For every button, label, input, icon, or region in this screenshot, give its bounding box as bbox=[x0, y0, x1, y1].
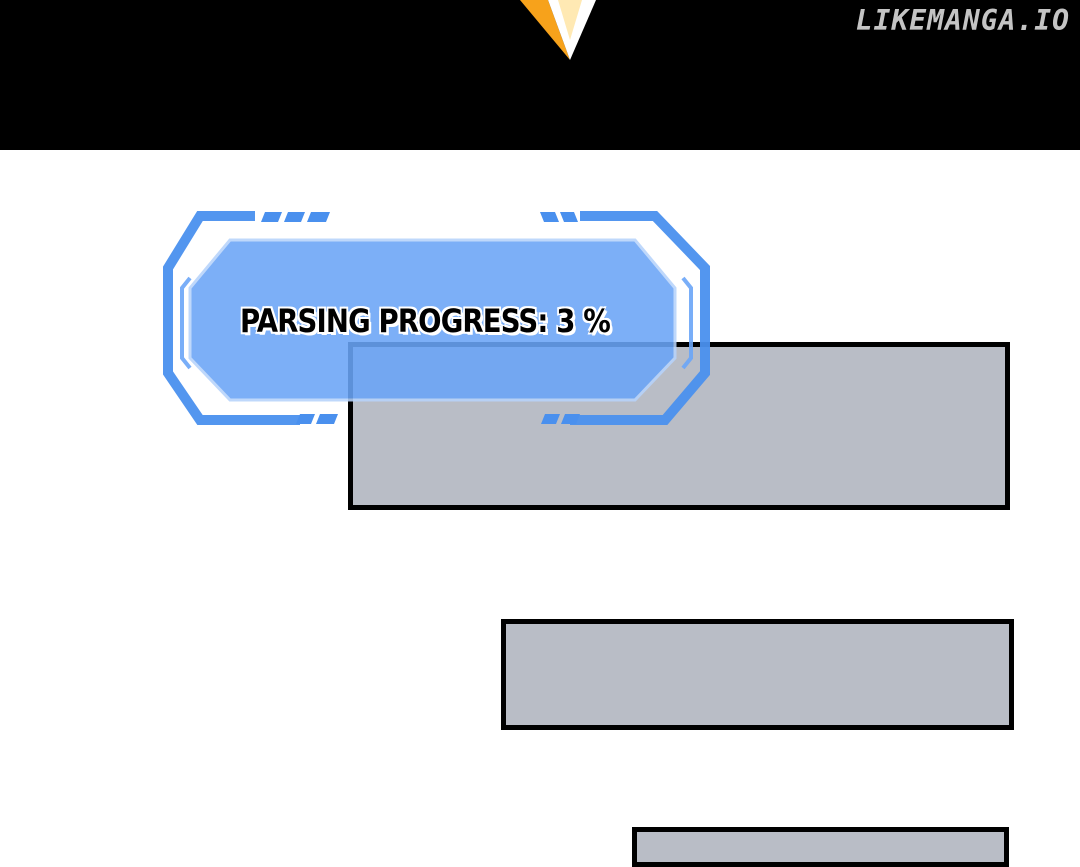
hud-frame bbox=[163, 211, 710, 425]
parsing-progress-label: PARSING PROGRESS: 3 % bbox=[239, 301, 611, 341]
flame-tip-icon bbox=[520, 0, 596, 60]
comic-panel-3 bbox=[632, 827, 1009, 867]
site-watermark: LIKEMANGA.IO bbox=[855, 4, 1070, 37]
top-black-band: LIKEMANGA.IO bbox=[0, 0, 1080, 150]
parsing-progress-hud: PARSING PROGRESS: 3 % bbox=[160, 208, 715, 433]
comic-panel-2 bbox=[501, 619, 1014, 730]
